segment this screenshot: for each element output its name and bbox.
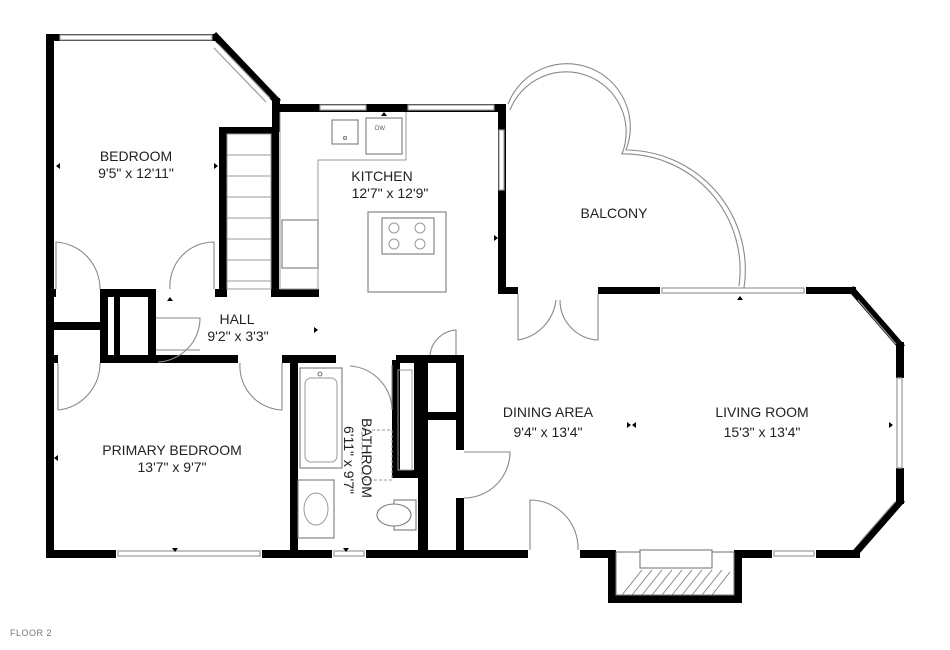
bathtub — [299, 367, 343, 469]
kitchen-dims: 12'7" x 12'9" — [352, 185, 429, 201]
bathroom-fixtures — [297, 367, 417, 539]
hall-name: HALL — [219, 311, 254, 327]
balcony-outline — [507, 63, 746, 289]
living-room-name: LIVING ROOM — [715, 404, 808, 420]
sink-vanity — [297, 479, 335, 539]
primary-bedroom-name: PRIMARY BEDROOM — [102, 442, 242, 458]
room-labels: BEDROOM 9'5" x 12'11" KITCHEN 12'7" x 12… — [98, 148, 809, 498]
doors — [55, 241, 599, 551]
dishwasher-label: DW — [375, 126, 385, 132]
toilet — [376, 503, 412, 527]
bathroom-name: BATHROOM — [359, 418, 375, 498]
kitchen-name: KITCHEN — [351, 168, 412, 184]
stairs — [226, 133, 272, 290]
wall-markers — [54, 112, 893, 552]
balcony-name: BALCONY — [581, 205, 649, 221]
bedroom-name: BEDROOM — [100, 148, 172, 164]
dishwasher — [365, 117, 403, 155]
living-room-dims: 15'3" x 13'4" — [724, 424, 801, 440]
dining-area-dims: 9'4" x 13'4" — [514, 424, 583, 440]
hall-dims: 9'2" x 3'3" — [207, 328, 268, 344]
bathroom-dims: 6'11" x 9'7" — [341, 426, 357, 494]
dining-area-name: DINING AREA — [503, 404, 594, 420]
fireplace — [615, 549, 735, 596]
kitchen-fixtures: DW — [279, 112, 447, 293]
floor-label: FLOOR 2 — [10, 628, 52, 638]
primary-bedroom-dims: 13'7" x 9'7" — [138, 459, 207, 475]
bedroom-dims: 9'5" x 12'11" — [98, 165, 174, 181]
cooktop — [381, 217, 435, 255]
windows — [59, 34, 903, 557]
walls — [46, 32, 905, 603]
